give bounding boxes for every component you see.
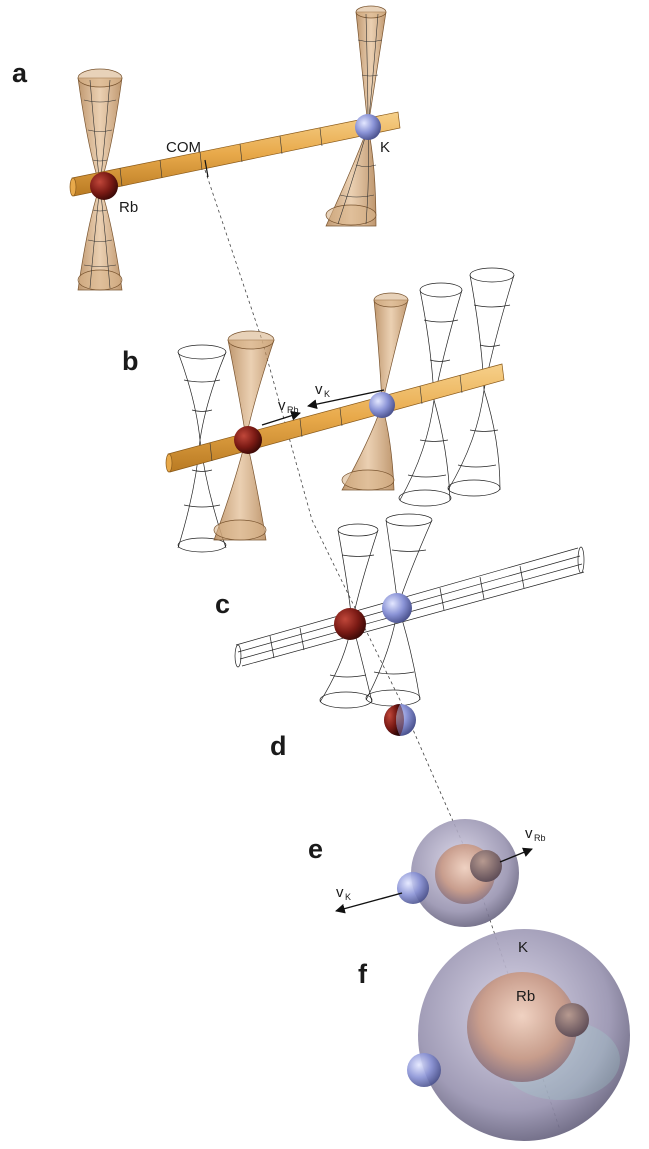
- panel-letter-b: b: [122, 346, 139, 376]
- panel-b: b: [122, 267, 515, 553]
- horizontal-beam-b: [165, 363, 505, 473]
- velocity-arrow-rb-b: [261, 410, 301, 426]
- panel-c: c: [215, 513, 585, 709]
- k-tweezer-beam: [325, 5, 387, 227]
- k-atom-b: [369, 392, 395, 418]
- velocity-label-rb-e: v Rb: [525, 825, 546, 843]
- moving-tweezer-wireframes: [177, 267, 515, 553]
- k-small-sphere-f: [407, 1053, 441, 1087]
- k-tweezer-beam-b: [341, 292, 409, 491]
- panel-d: d: [270, 704, 416, 761]
- k-atom: [355, 114, 381, 140]
- velocity-arrow-k-b: [307, 389, 385, 409]
- com-label: COM: [166, 139, 201, 156]
- v-symbol: v: [315, 381, 323, 398]
- v-subscript-k: K: [345, 892, 351, 902]
- velocity-label-rb-b: v Rb: [278, 397, 299, 415]
- k-small-sphere-e: [397, 872, 429, 904]
- panel-letter-e: e: [308, 834, 323, 864]
- k-label: K: [380, 139, 390, 156]
- panel-a: a COM Rb K: [12, 5, 401, 291]
- velocity-arrow-rb-e: [499, 847, 533, 863]
- v-subscript-k: K: [324, 389, 330, 399]
- rb-small-sphere-f: [555, 1003, 589, 1037]
- rb-label: Rb: [119, 199, 138, 216]
- v-symbol: v: [278, 397, 286, 414]
- merged-tweezer-wireframes-c: [319, 513, 433, 709]
- rb-wavefunction-f: [467, 972, 577, 1082]
- panel-letter-f: f: [358, 959, 368, 989]
- rb-atom: [90, 172, 118, 200]
- combined-molecule-atom-d: [384, 704, 416, 736]
- v-symbol: v: [525, 825, 533, 842]
- velocity-label-k-b: v K: [315, 381, 330, 399]
- velocity-label-k-e: v K: [336, 884, 351, 902]
- panel-letter-d: d: [270, 731, 287, 761]
- v-symbol: v: [336, 884, 344, 901]
- k-region-label-f: K: [518, 939, 528, 956]
- horizontal-beam-a: [69, 111, 401, 197]
- rb-atom-c: [334, 608, 366, 640]
- k-atom-c: [382, 593, 412, 623]
- panel-letter-c: c: [215, 589, 230, 619]
- rb-tweezer-beam-b: [213, 330, 275, 541]
- panel-f: f K Rb: [358, 929, 630, 1141]
- v-subscript-rb: Rb: [534, 833, 546, 843]
- panel-letter-a: a: [12, 58, 28, 88]
- velocity-arrow-k-e: [335, 892, 403, 914]
- v-subscript-rb: Rb: [287, 405, 299, 415]
- panel-e: e v Rb v K: [308, 819, 546, 927]
- rb-region-label-f: Rb: [516, 988, 535, 1005]
- rb-atom-b: [234, 426, 262, 454]
- rb-small-sphere-e: [470, 850, 502, 882]
